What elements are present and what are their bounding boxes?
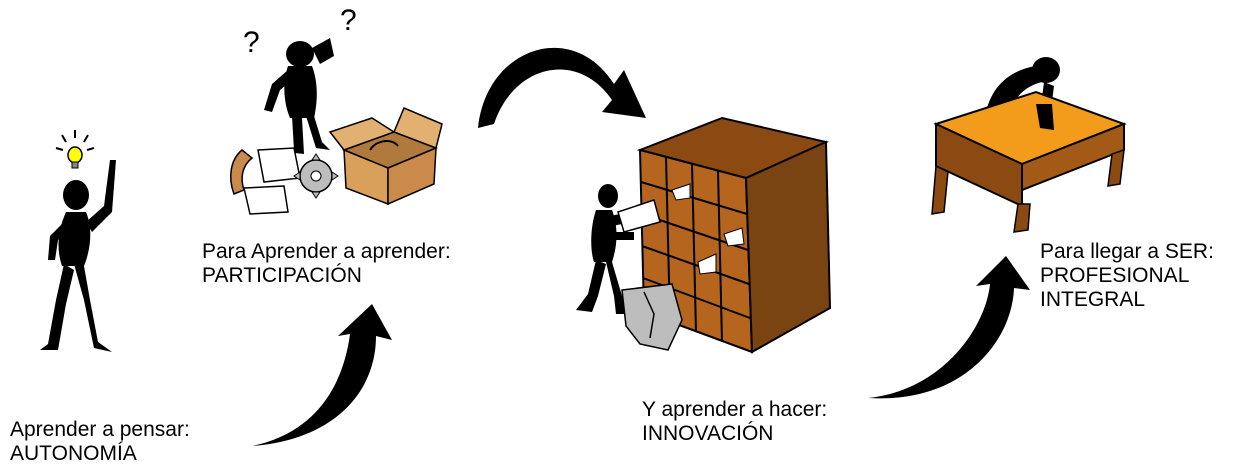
- step-title: Para llegar a SER:: [1040, 240, 1214, 263]
- lightbulb-icon: [55, 130, 95, 169]
- curved-arrow-icon: [478, 47, 646, 128]
- gear-icon: [293, 153, 339, 199]
- question-mark-icon: ?: [340, 4, 357, 37]
- step-title: Y aprender a hacer:: [642, 398, 828, 421]
- step-value: AUTONOMÍA: [10, 442, 137, 465]
- box-icon: [328, 107, 443, 206]
- paper-sheet: [257, 147, 301, 183]
- desk-figure: [931, 57, 1127, 233]
- shelf-icon: [636, 116, 832, 354]
- puzzled-figure: ? ?: [229, 4, 443, 215]
- step-value: PROFESIONAL: [1040, 264, 1190, 287]
- step-value: PARTICIPACIÓN: [202, 264, 362, 287]
- paper-sheet: [617, 199, 661, 233]
- paper-sheet: [243, 185, 289, 215]
- desk-icon: [931, 90, 1127, 233]
- step-value: INNOVACIÓN: [642, 422, 774, 445]
- step-value-line2: INTEGRAL: [1040, 288, 1146, 311]
- thinker-figure: [40, 130, 116, 352]
- curved-arrow-icon: [252, 304, 392, 446]
- step-caption-autonomia: Aprender a pensar: AUTONOMÍA: [10, 418, 190, 466]
- paper-pile: [621, 283, 683, 351]
- question-mark-icon: ?: [243, 26, 260, 59]
- shelf-figure: [576, 116, 832, 354]
- step-title: Para Aprender a aprender:: [202, 240, 451, 263]
- step-title: Aprender a pensar:: [10, 418, 190, 441]
- step-caption-profesional: Para llegar a SER: PROFESIONAL INTEGRAL: [1040, 240, 1214, 312]
- step-caption-participacion: Para Aprender a aprender: PARTICIPACIÓN: [202, 240, 451, 288]
- step-caption-innovacion: Y aprender a hacer: INNOVACIÓN: [642, 398, 827, 446]
- curved-arrow-icon: [868, 256, 1030, 399]
